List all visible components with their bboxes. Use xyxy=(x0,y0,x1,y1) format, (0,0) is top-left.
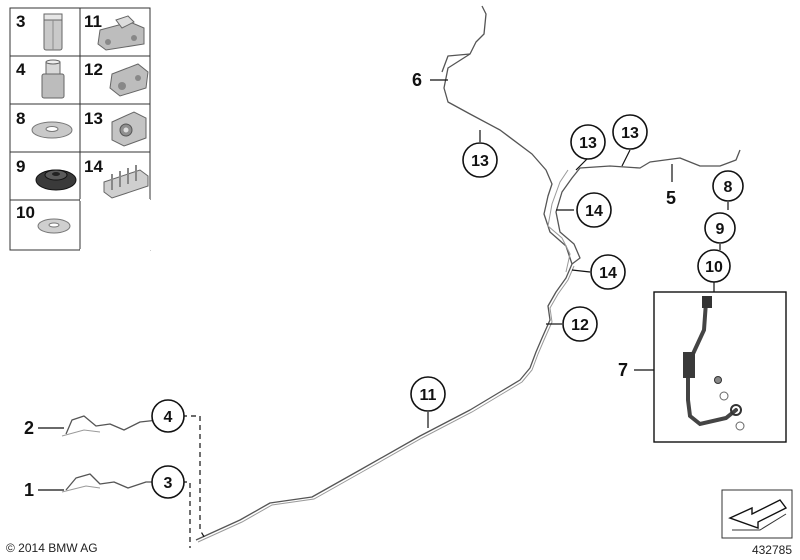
tube-end-6 xyxy=(441,53,471,73)
legend-num-12: 12 xyxy=(84,60,103,79)
callout-14-b-label: 14 xyxy=(599,265,617,282)
label-2: 2 xyxy=(24,418,34,438)
brake-line-1 xyxy=(65,473,158,491)
nut-icon xyxy=(43,13,63,51)
brake-line-main xyxy=(195,5,573,541)
callout-11-label: 11 xyxy=(420,387,437,404)
label-7: 7 xyxy=(618,360,628,380)
callout-3: 3 xyxy=(151,465,185,499)
callout-13-c-label: 13 xyxy=(621,125,639,142)
legend-num-11: 11 xyxy=(84,12,102,31)
callout-13-a: 13 xyxy=(462,142,498,178)
brake-line-1-end xyxy=(61,485,101,493)
legend-num-4: 4 xyxy=(16,60,26,79)
callout-10-label: 10 xyxy=(705,259,723,276)
view-direction-icon xyxy=(721,489,793,539)
callout-13-b: 13 xyxy=(570,124,606,160)
brake-line-main-shadow xyxy=(197,265,575,543)
leader-lines xyxy=(38,79,729,491)
legend-num-10: 10 xyxy=(16,203,35,222)
washer-small-icon xyxy=(37,218,71,234)
flex-hose xyxy=(686,300,738,427)
legend-num-14: 14 xyxy=(84,157,103,176)
grommet-icon xyxy=(35,169,77,191)
legend-num-9: 9 xyxy=(16,157,25,176)
brake-line-2-end xyxy=(61,429,101,437)
callout-3-label: 3 xyxy=(164,475,173,492)
hose-sleeve xyxy=(683,352,695,378)
seal-ring-1 xyxy=(719,391,729,401)
copyright-text: © 2014 BMW AG xyxy=(6,541,98,555)
washer-icon xyxy=(31,121,73,139)
legend-num-13: 13 xyxy=(84,109,103,128)
callout-12: 12 xyxy=(562,306,598,342)
diagram-id: 432785 xyxy=(752,543,792,557)
brake-line-rear-branch xyxy=(547,169,571,273)
callout-14-b: 14 xyxy=(590,254,626,290)
callout-11: 11 xyxy=(410,376,446,412)
bracket-icon xyxy=(103,165,149,199)
bleed-nipple xyxy=(714,376,722,384)
connection-lines xyxy=(182,415,207,548)
legend-num-3: 3 xyxy=(16,12,25,31)
clamp-icon xyxy=(111,111,147,147)
brake-line-rear xyxy=(555,149,741,265)
brake-lines xyxy=(61,5,741,543)
callout-14-a-label: 14 xyxy=(585,203,603,220)
callout-8: 8 xyxy=(712,170,744,202)
seal-ring-2 xyxy=(735,421,745,431)
banjo-fitting xyxy=(730,404,742,416)
double-clip-icon xyxy=(97,15,145,51)
label-1: 1 xyxy=(24,480,34,500)
label-6: 6 xyxy=(412,70,422,90)
legend-num-8: 8 xyxy=(16,109,25,128)
callout-4: 4 xyxy=(151,399,185,433)
callout-8-label: 8 xyxy=(724,179,733,196)
hose-fitting-top xyxy=(702,296,712,308)
callout-10: 10 xyxy=(697,249,731,283)
parts-legend: 3 11 4 12 8 1 xyxy=(9,7,151,251)
detail-box-hose xyxy=(653,291,787,443)
callout-13-c: 13 xyxy=(612,114,648,150)
callout-4-label: 4 xyxy=(164,409,173,426)
clip-icon xyxy=(109,63,149,97)
callout-12-label: 12 xyxy=(571,317,589,334)
fitting-icon xyxy=(41,59,65,99)
label-5: 5 xyxy=(666,188,676,208)
callout-9: 9 xyxy=(704,212,736,244)
callout-13-b-label: 13 xyxy=(579,135,597,152)
callout-9-label: 9 xyxy=(716,221,725,238)
callout-14-a: 14 xyxy=(576,192,612,228)
brake-line-2 xyxy=(65,415,159,435)
callout-13-a-label: 13 xyxy=(471,153,489,170)
